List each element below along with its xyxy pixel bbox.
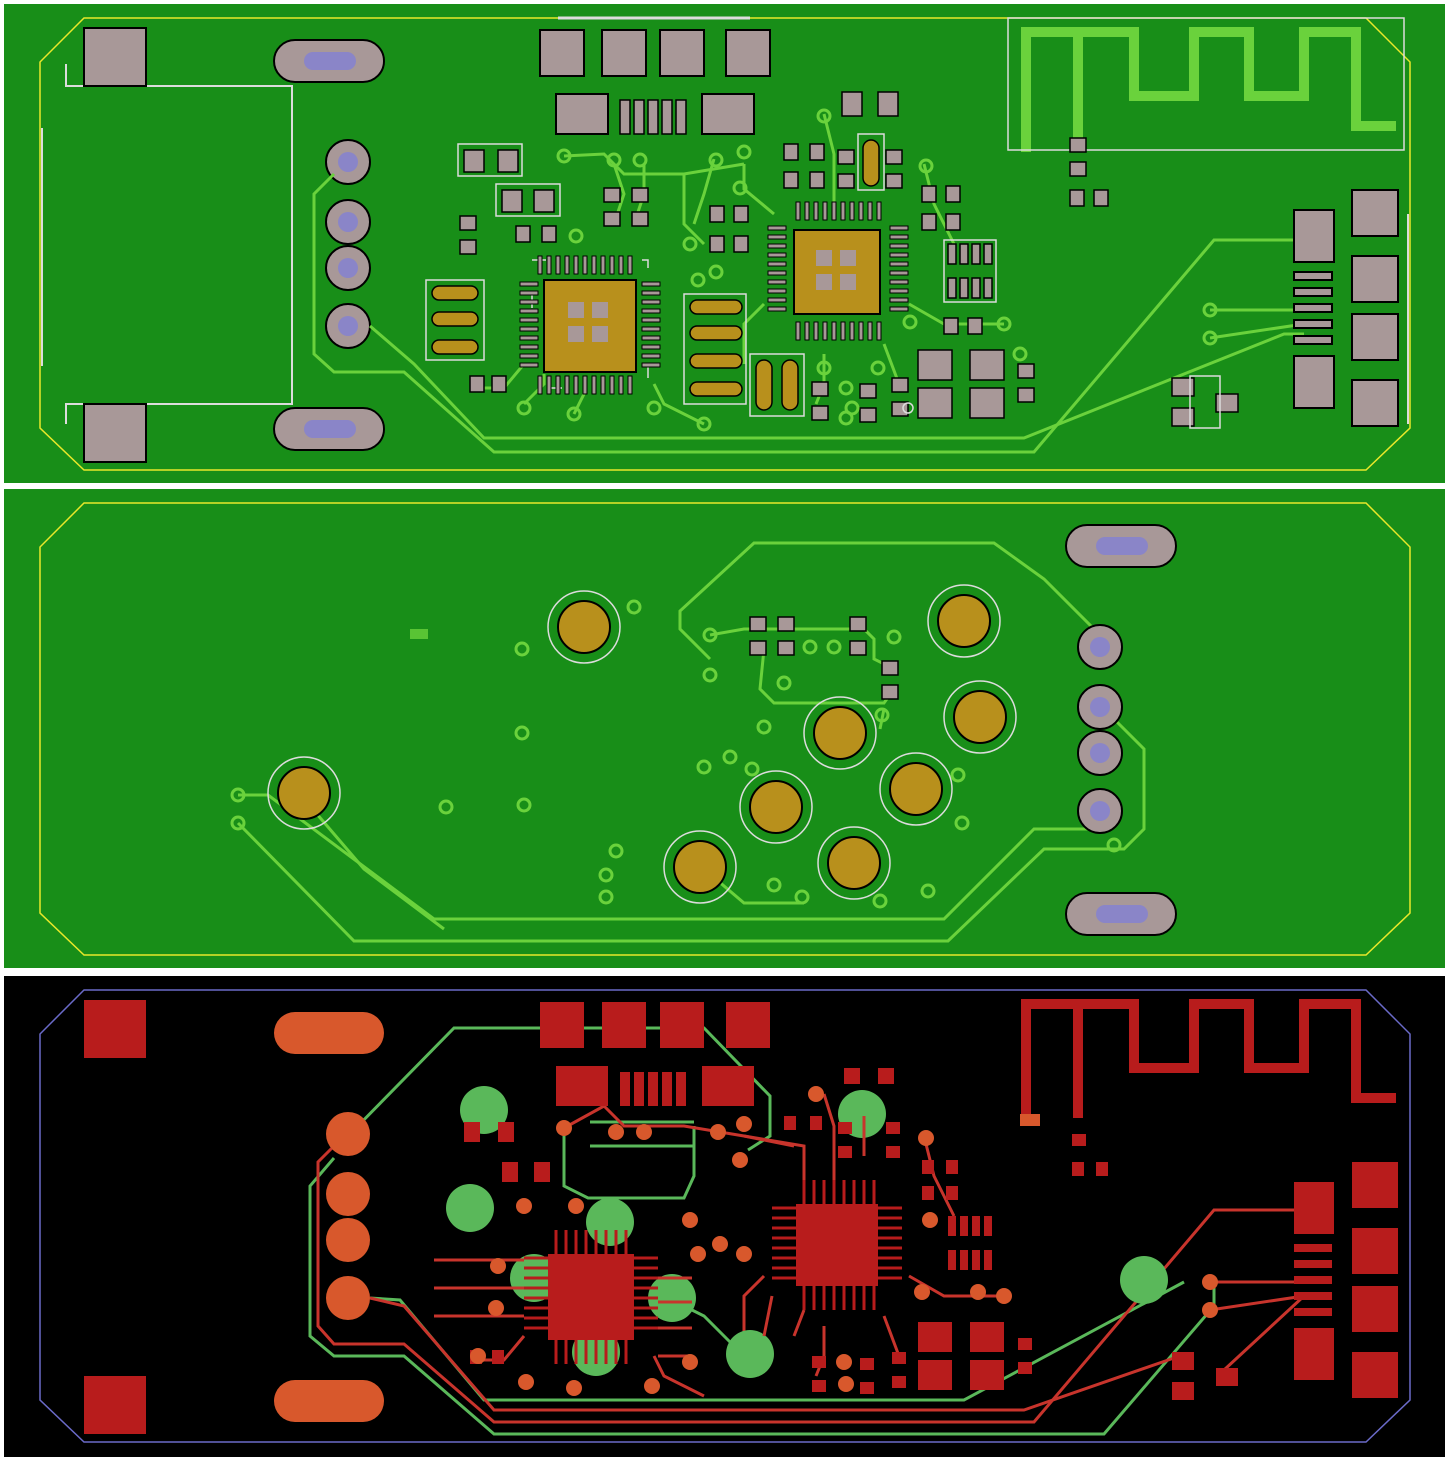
left-passives xyxy=(425,143,561,393)
test-pads xyxy=(267,584,1017,904)
usb-connector-icon xyxy=(1065,524,1177,936)
usb-connector-icon xyxy=(41,27,385,463)
antenna-keepout xyxy=(1007,17,1405,151)
bottom-passives xyxy=(749,616,899,700)
composite-layer-view xyxy=(4,976,1445,1457)
board-bottom xyxy=(4,489,1445,968)
top-layer-view xyxy=(4,4,1445,483)
bottom-layer-view xyxy=(4,489,1445,968)
center-passives xyxy=(603,91,1239,429)
fanout-traces xyxy=(434,1116,866,1358)
right-connector xyxy=(1293,189,1399,427)
composite-pads xyxy=(464,1002,1398,1400)
top-layer-svg xyxy=(4,4,1445,483)
board-outline xyxy=(39,502,1411,956)
composite-layer-svg xyxy=(4,976,1445,1457)
bottom-layer-svg xyxy=(4,489,1445,968)
top-vias xyxy=(516,108,1218,432)
antenna-feed xyxy=(1020,1114,1040,1126)
qfn-chip-icon xyxy=(519,255,661,395)
antenna-icon xyxy=(1021,27,1396,152)
qfn-chip-icon xyxy=(772,1180,902,1310)
qfn-chip-icon xyxy=(767,201,909,341)
antenna-icon xyxy=(1021,999,1396,1118)
top-traces xyxy=(312,113,1305,454)
board-outline xyxy=(39,989,1411,1443)
usb-connector-icon xyxy=(84,1000,384,1434)
usb-pins xyxy=(325,139,371,349)
qfn-chip-icon xyxy=(524,1230,658,1364)
composite-vias xyxy=(470,1086,1218,1396)
board-outline xyxy=(39,17,1411,471)
top-pads xyxy=(539,29,771,135)
bottom-vias xyxy=(230,599,1122,909)
fiducial xyxy=(410,629,428,639)
board-composite xyxy=(4,976,1445,1457)
